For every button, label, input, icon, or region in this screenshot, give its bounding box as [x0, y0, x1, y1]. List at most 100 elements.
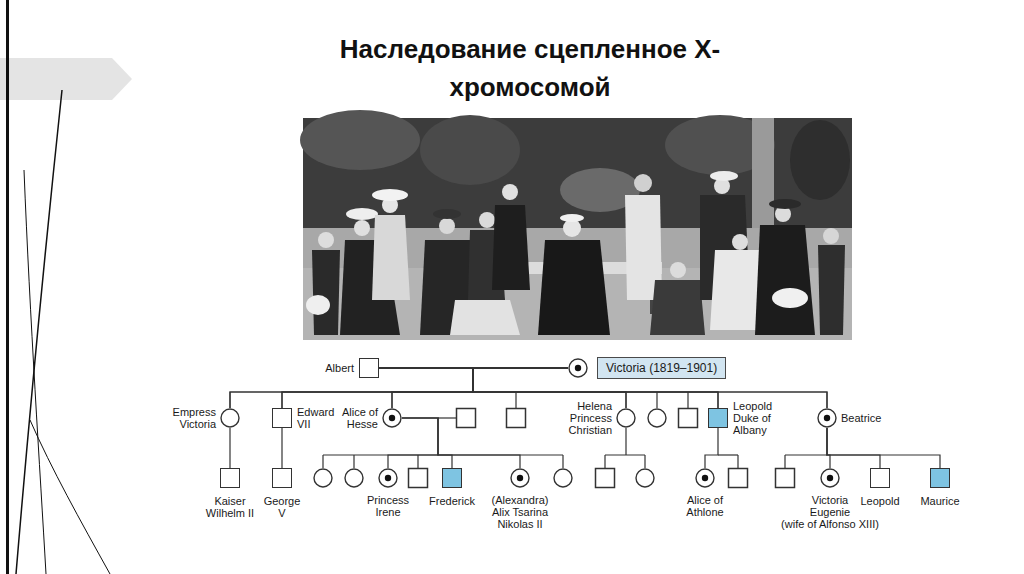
person-name: Beatrice [841, 412, 881, 424]
symbol-circle [818, 409, 836, 427]
pedigree-line [656, 392, 657, 408]
person-name: Leopold [860, 495, 899, 507]
symbol-circle [511, 469, 529, 487]
photo-face [732, 234, 748, 250]
symbol-circle [696, 469, 714, 487]
male-square [596, 469, 615, 488]
pedigree-line [392, 368, 568, 408]
slide-curve [16, 90, 62, 574]
person-name: (Alexandra) Alix Tsarina Nikolas II [484, 494, 556, 530]
symbol-outline [695, 468, 715, 488]
carrier-circle: Alice of Athlone [695, 468, 715, 488]
male-square: Albert [359, 358, 379, 378]
pedigree-line [402, 418, 452, 468]
photo-figure [312, 250, 340, 335]
person-name: Alice of Athlone [679, 494, 731, 518]
photo-foliage [300, 110, 420, 170]
person-name: Alice of Hesse [336, 406, 378, 430]
symbol-circle [383, 409, 401, 427]
symbol-circle [379, 469, 397, 487]
pedigree-line [827, 428, 880, 468]
female-circle [554, 469, 572, 487]
photo-figure [538, 240, 610, 335]
slide-arrow [0, 58, 132, 100]
symbol-outline [220, 408, 240, 428]
symbol-circle [617, 409, 635, 427]
carrier-dot [702, 475, 708, 481]
person-name: Kaiser Wilhelm II [199, 495, 261, 519]
photo-hat [710, 171, 738, 181]
photo-trunk [752, 118, 774, 228]
person-name: Princess Irene [363, 494, 413, 518]
pedigree-line [705, 428, 718, 468]
carrier-circle: Alice of Hesse [382, 408, 402, 428]
symbol-outline [616, 408, 636, 428]
symbol-outline [817, 408, 837, 428]
female-circle: Empress Victoria [220, 408, 240, 428]
pedigree-line [718, 454, 738, 455]
photo-figure [372, 215, 410, 300]
pedigree-line [438, 417, 456, 418]
female-circle [648, 409, 666, 427]
carrier-circle: Beatrice [817, 408, 837, 428]
affected-square: Leopold Duke of Albany [708, 408, 728, 428]
slide-curve [30, 420, 110, 574]
photo-hat [346, 208, 378, 220]
photo-hat [769, 199, 801, 209]
symbol-outline [378, 468, 398, 488]
symbol-circle [569, 359, 587, 377]
slide-curve [24, 170, 46, 574]
carrier-circle: Princess Irene [378, 468, 398, 488]
photo-figure [492, 205, 530, 290]
male-square [679, 409, 698, 428]
symbol-circle [221, 409, 239, 427]
pedigree-line [230, 368, 568, 408]
female-circle: Helena Princess Christian [616, 408, 636, 428]
photo-cap [560, 214, 584, 222]
person-name: Helena Princess Christian [560, 400, 612, 436]
symbol-outline [382, 408, 402, 428]
carrier-dot [824, 415, 830, 421]
male-square [776, 469, 795, 488]
carrier-dot [517, 475, 523, 481]
person-name: Albert [325, 362, 354, 374]
person-name: Frederick [429, 495, 475, 507]
symbol-outline [820, 468, 840, 488]
photo-face [634, 174, 652, 192]
female-circle [345, 469, 363, 487]
photo-hat [372, 189, 408, 201]
male-square [457, 409, 476, 428]
pedigree-line [737, 455, 738, 468]
photo-figure [818, 245, 845, 335]
photo-face [439, 218, 455, 234]
carrier-circle: Victoria Eugenie(wife of Alfonso XIII) [820, 468, 840, 488]
pedigree-line [379, 368, 473, 408]
carrier-dot [827, 475, 833, 481]
photo-face [670, 262, 686, 278]
photo-figure [650, 280, 705, 335]
pedigree-line [282, 368, 568, 408]
female-circle [314, 469, 332, 487]
pedigree-line [605, 454, 645, 455]
photo-hat [772, 288, 808, 308]
photo-hat [433, 209, 461, 219]
photo-hat [306, 295, 330, 315]
affected-square: Maurice [930, 468, 950, 488]
pedigree-line [402, 418, 520, 468]
photo-face [823, 228, 839, 244]
slide-title: Наследование сцепленное Х-хромосомой [320, 30, 740, 106]
pedigree-line [785, 454, 827, 455]
male-square: Leopold [870, 468, 890, 488]
male-square [409, 469, 428, 488]
person-name: Maurice [920, 495, 959, 507]
photo-foliage [790, 120, 850, 200]
photo-foliage [420, 115, 520, 185]
pedigree-line [604, 455, 605, 468]
person-name: Leopold Duke of Albany [733, 400, 779, 436]
carrier-dot [575, 365, 581, 371]
photo-figure [755, 225, 815, 335]
photo-face [354, 220, 370, 236]
pedigree-line [827, 428, 940, 468]
pedigree-line [644, 455, 645, 468]
photo-face [479, 212, 495, 228]
